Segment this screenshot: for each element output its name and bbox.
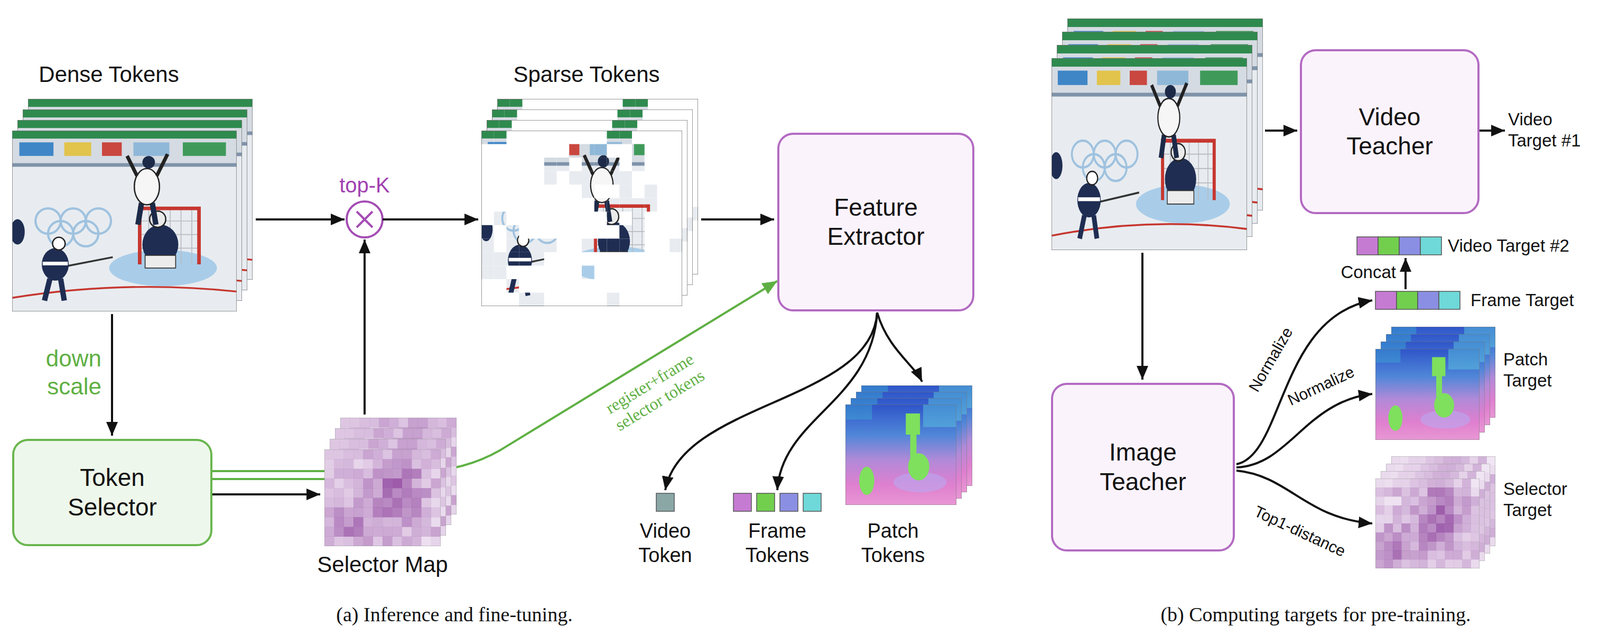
sparse-token-stack [479,98,699,306]
illustration-part [701,218,775,221]
box-text-group: Feature Extractor [802,192,951,251]
illustration-part [356,211,373,228]
text-label: Patch Target [1503,348,1562,391]
patch-token-stack [845,385,973,505]
text-label: Video Target #2 [1447,235,1570,257]
box-label: Video Teacher [1315,102,1464,161]
illustration-part [1417,291,1439,310]
illustration-part [1264,129,1298,132]
illustration-part [756,492,775,511]
text-label: Frame Tokens [737,518,817,567]
illustration-part [382,218,479,221]
illustration-part [656,492,675,511]
illustration-part [1375,291,1397,310]
illustration-part [479,130,683,306]
illustration-part [1375,478,1480,569]
text-label: Normalize [1244,323,1298,396]
text-label: top-K [339,172,390,198]
text-label: down scale [27,344,102,401]
selector-map-stack [324,417,457,546]
process-box: Token Selector [12,438,213,546]
text-label: Normalize [1284,361,1358,410]
text-label: Selector Map [317,551,448,578]
flow-arrows [112,130,1505,524]
box-text-group: Image Teacher [1068,437,1217,496]
text-label: Concat [1316,261,1397,283]
illustration-part [779,492,798,511]
illustration-part [877,312,923,382]
dense-token-stack [10,98,253,312]
box-label: Token Selector [38,462,187,522]
illustration-part [255,218,345,221]
text-label: Dense Tokens [38,61,179,88]
illustration-part [363,239,366,415]
illustration-part [1236,300,1373,464]
illustration-part [1141,252,1144,380]
illustration-part [1438,291,1460,310]
box-label: Image Teacher [1068,437,1217,496]
illustration-part [356,211,373,228]
input-video-stack [1049,18,1263,250]
illustration-part [1420,236,1442,255]
text-label: Patch Tokens [853,518,933,567]
illustration-part [346,201,383,238]
illustration-part [1475,129,1505,132]
illustration-part [665,312,878,490]
illustration-part [1399,236,1421,255]
text-label: (a) Inference and fine-tuning. [336,602,573,627]
illustration-part [1375,348,1480,440]
text-label: Video Target #1 [1508,108,1593,151]
patch-target-stack [1375,326,1496,440]
illustration-part [733,492,752,511]
illustration-part [803,492,822,511]
text-label: (b) Computing targets for pre-training. [1160,602,1471,627]
illustration-part [1049,58,1248,250]
selector-target-stack [1375,456,1496,569]
illustration-part [1356,236,1379,255]
text-label: Top1-distance [1251,501,1350,561]
illustration-part [324,449,441,546]
process-box: Video Teacher [1299,49,1480,215]
connector-arrow [212,281,778,471]
box-text-group: Video Teacher [1315,102,1464,161]
text-label: Video Token [625,518,705,567]
multiply-symbol [346,201,383,238]
text-label: Frame Target [1470,289,1575,311]
illustration-part [1378,236,1400,255]
box-label: Feature Extractor [802,192,951,251]
process-box: Feature Extractor [777,132,975,312]
illustration-part [1404,257,1407,290]
text-label: Selector Target [1503,478,1575,520]
illustration-part [1236,393,1373,468]
illustration-part [212,492,321,496]
illustration-part [777,312,878,490]
selector-token-line [212,477,344,480]
process-box: Image Teacher [1050,382,1235,552]
illustration-part [110,313,114,436]
box-text-group: Token Selector [38,462,187,522]
illustration-part [845,404,957,505]
illustration-part [10,130,237,312]
illustration-part [1396,291,1418,310]
text-label: Sparse Tokens [513,61,660,88]
